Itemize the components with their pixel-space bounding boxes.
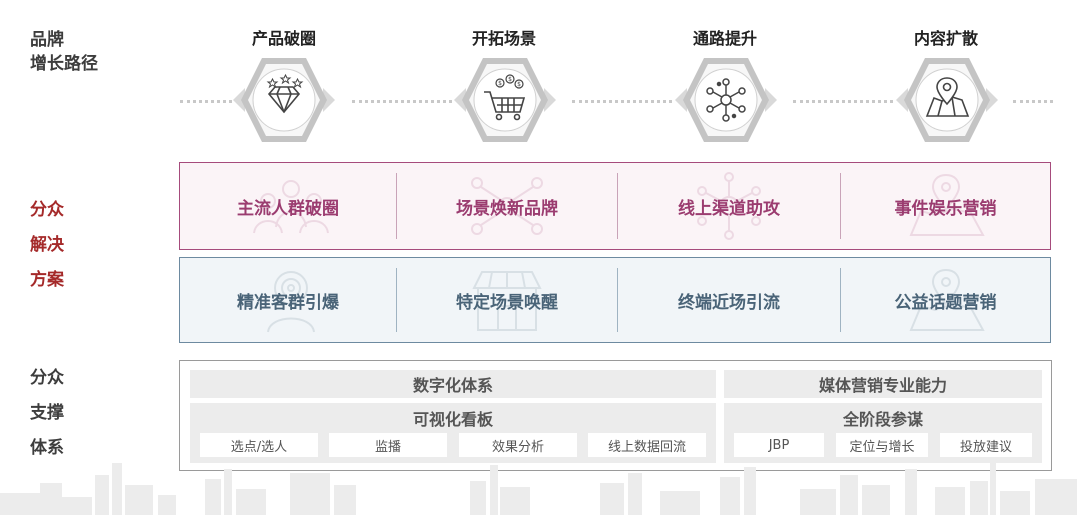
feature-chip: 监播	[329, 433, 447, 457]
solution-label-line1: 分众	[30, 200, 64, 220]
map-pin-icon	[909, 268, 985, 331]
stage-hex-2: $ $ $	[440, 54, 570, 146]
media-capability-bar: 媒体营销专业能力	[724, 370, 1042, 398]
support-label-line2: 支撑	[30, 403, 64, 423]
solution-label-line2: 解决	[30, 235, 64, 255]
map-pin-icon	[925, 77, 970, 117]
solution-text: 场景焕新品牌	[456, 198, 558, 219]
connector-dots	[352, 100, 452, 103]
network-icon	[697, 172, 761, 240]
divider	[840, 268, 841, 332]
diamond-icon	[266, 73, 304, 114]
stage-hex-1	[219, 54, 349, 146]
solution-cell: 精准客群引爆	[180, 258, 396, 342]
feature-chip: JBP	[734, 433, 824, 457]
network-icon	[471, 177, 543, 235]
solution-label-line3: 方案	[30, 270, 64, 290]
target-person-icon	[267, 271, 315, 333]
network-icon	[706, 78, 746, 122]
growth-path-label: 品牌 增长路径	[30, 28, 98, 76]
connector-dots	[1013, 100, 1053, 103]
shopping-cart-icon	[484, 74, 526, 121]
stage-title-1: 产品破圈	[251, 29, 316, 48]
divider	[396, 268, 397, 332]
stage-title-2: 开拓场景	[471, 29, 536, 48]
advisory-panel: 全阶段参谋 JBP 定位与增长 投放建议	[724, 403, 1042, 463]
map-pin-icon	[909, 173, 985, 236]
digital-system-bar: 数字化体系	[190, 370, 716, 398]
stage-hex-4	[882, 54, 1012, 146]
city-skyline-decoration	[0, 463, 1077, 515]
solution-band-1: 主流人群破圈 场景焕新品牌 线上渠道助攻 事件娱乐营销	[179, 162, 1051, 250]
feature-chip: 投放建议	[940, 433, 1032, 457]
stage-title-4: 内容扩散	[913, 29, 978, 48]
solution-label: 分众 解决 方案	[30, 193, 64, 298]
solution-cell: 公益话题营销	[841, 258, 1050, 342]
support-label-line1: 分众	[30, 368, 64, 388]
solution-text: 精准客群引爆	[237, 292, 339, 313]
advisory-title: 全阶段参谋	[842, 410, 923, 429]
solution-cell: 主流人群破圈	[180, 163, 396, 249]
solution-cell: 线上渠道助攻	[618, 163, 840, 249]
crowd-icon	[253, 180, 329, 234]
divider	[617, 173, 618, 239]
feature-chip: 定位与增长	[836, 433, 928, 457]
solution-text: 公益话题营销	[894, 292, 997, 313]
svg-text:$: $	[498, 80, 502, 87]
divider	[617, 268, 618, 332]
solution-text: 特定场景唤醒	[456, 292, 558, 313]
stage-title-3: 通路提升	[692, 29, 757, 48]
solution-cell: 特定场景唤醒	[397, 258, 617, 342]
solution-cell: 场景焕新品牌	[397, 163, 617, 249]
solution-text: 事件娱乐营销	[894, 198, 997, 219]
feature-chip: 效果分析	[459, 433, 577, 457]
solution-text: 终端近场引流	[678, 292, 780, 313]
svg-text:$: $	[508, 76, 512, 83]
growth-path-label-line1: 品牌	[30, 30, 64, 50]
support-system-box: 数字化体系 媒体营销专业能力 可视化看板 选点/选人 监播 效果分析 线上数据回…	[179, 360, 1052, 471]
feature-chip: 选点/选人	[200, 433, 318, 457]
connector-dots	[793, 100, 893, 103]
feature-chip: 线上数据回流	[588, 433, 706, 457]
dashboard-title: 可视化看板	[412, 410, 493, 429]
growth-path-label-line2: 增长路径	[30, 54, 98, 74]
solution-cell: 终端近场引流	[618, 258, 840, 342]
store-icon	[472, 271, 542, 331]
digital-dashboard-panel: 可视化看板 选点/选人 监播 效果分析 线上数据回流	[190, 403, 716, 463]
support-label-line3: 体系	[30, 438, 64, 458]
solution-band-2: 精准客群引爆 特定场景唤醒 终端近场引流 公益话题营销	[179, 257, 1051, 343]
solution-text: 主流人群破圈	[237, 198, 339, 219]
connector-dots	[572, 100, 672, 103]
stage-hex-3	[661, 54, 791, 146]
support-label: 分众 支撑 体系	[30, 361, 64, 466]
connector-dots	[180, 100, 232, 103]
divider	[840, 173, 841, 239]
divider	[396, 173, 397, 239]
solution-cell: 事件娱乐营销	[841, 163, 1050, 249]
svg-text:$: $	[517, 81, 521, 88]
solution-text: 线上渠道助攻	[678, 198, 780, 219]
